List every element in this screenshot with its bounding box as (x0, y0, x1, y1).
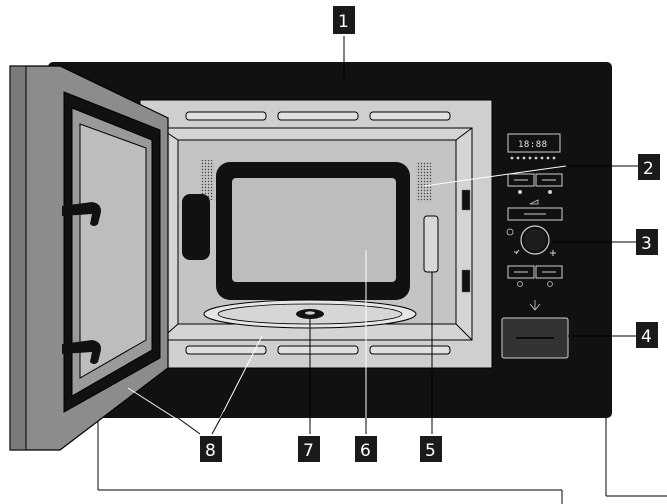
callout-1: 1 (333, 6, 355, 34)
door-lock-slot-top (461, 189, 471, 211)
svg-text:2: 2 (643, 159, 654, 179)
display-screen (507, 133, 561, 153)
callout-6: 6 (355, 436, 377, 462)
display-digits: 18:88 (518, 140, 548, 150)
svg-text:3: 3 (641, 234, 652, 254)
svg-text:5: 5 (425, 441, 436, 461)
svg-text:8: 8 (205, 441, 216, 461)
svg-text:6: 6 (360, 441, 371, 461)
callout-3: 3 (636, 229, 658, 255)
left-lamp-cover (182, 194, 210, 260)
svg-text:1: 1 (338, 12, 349, 32)
stop-icon (517, 281, 523, 287)
callout-8: 8 (200, 436, 222, 462)
mounting-frame (97, 418, 667, 504)
weight-icons (518, 190, 552, 194)
callout-7: 7 (298, 436, 320, 462)
svg-text:4: 4 (641, 327, 652, 347)
timer-icon (506, 228, 514, 236)
leader-lines (127, 36, 638, 435)
door-hooks (62, 202, 101, 364)
callout-5: 5 (420, 436, 442, 462)
open-door (9, 65, 169, 451)
door-open-icon (529, 300, 541, 311)
control-panel: 18:88 (501, 133, 569, 359)
door-lock-slot-bottom (461, 269, 471, 293)
power-level-icon (529, 199, 539, 205)
turntable (203, 299, 417, 329)
door-glass (79, 123, 147, 379)
bottom-vent-slots (185, 345, 451, 355)
svg-text:7: 7 (303, 441, 314, 461)
callout-4: 4 (636, 322, 658, 348)
left-vent-grille (200, 160, 214, 200)
waveguide-cover (423, 215, 439, 273)
start-icon (547, 281, 553, 287)
display-indicators (510, 156, 556, 160)
right-vent-grille (416, 162, 432, 202)
cavity-window-glass (232, 178, 396, 282)
callout-2: 2 (638, 154, 660, 180)
top-vent-slots (185, 111, 451, 121)
